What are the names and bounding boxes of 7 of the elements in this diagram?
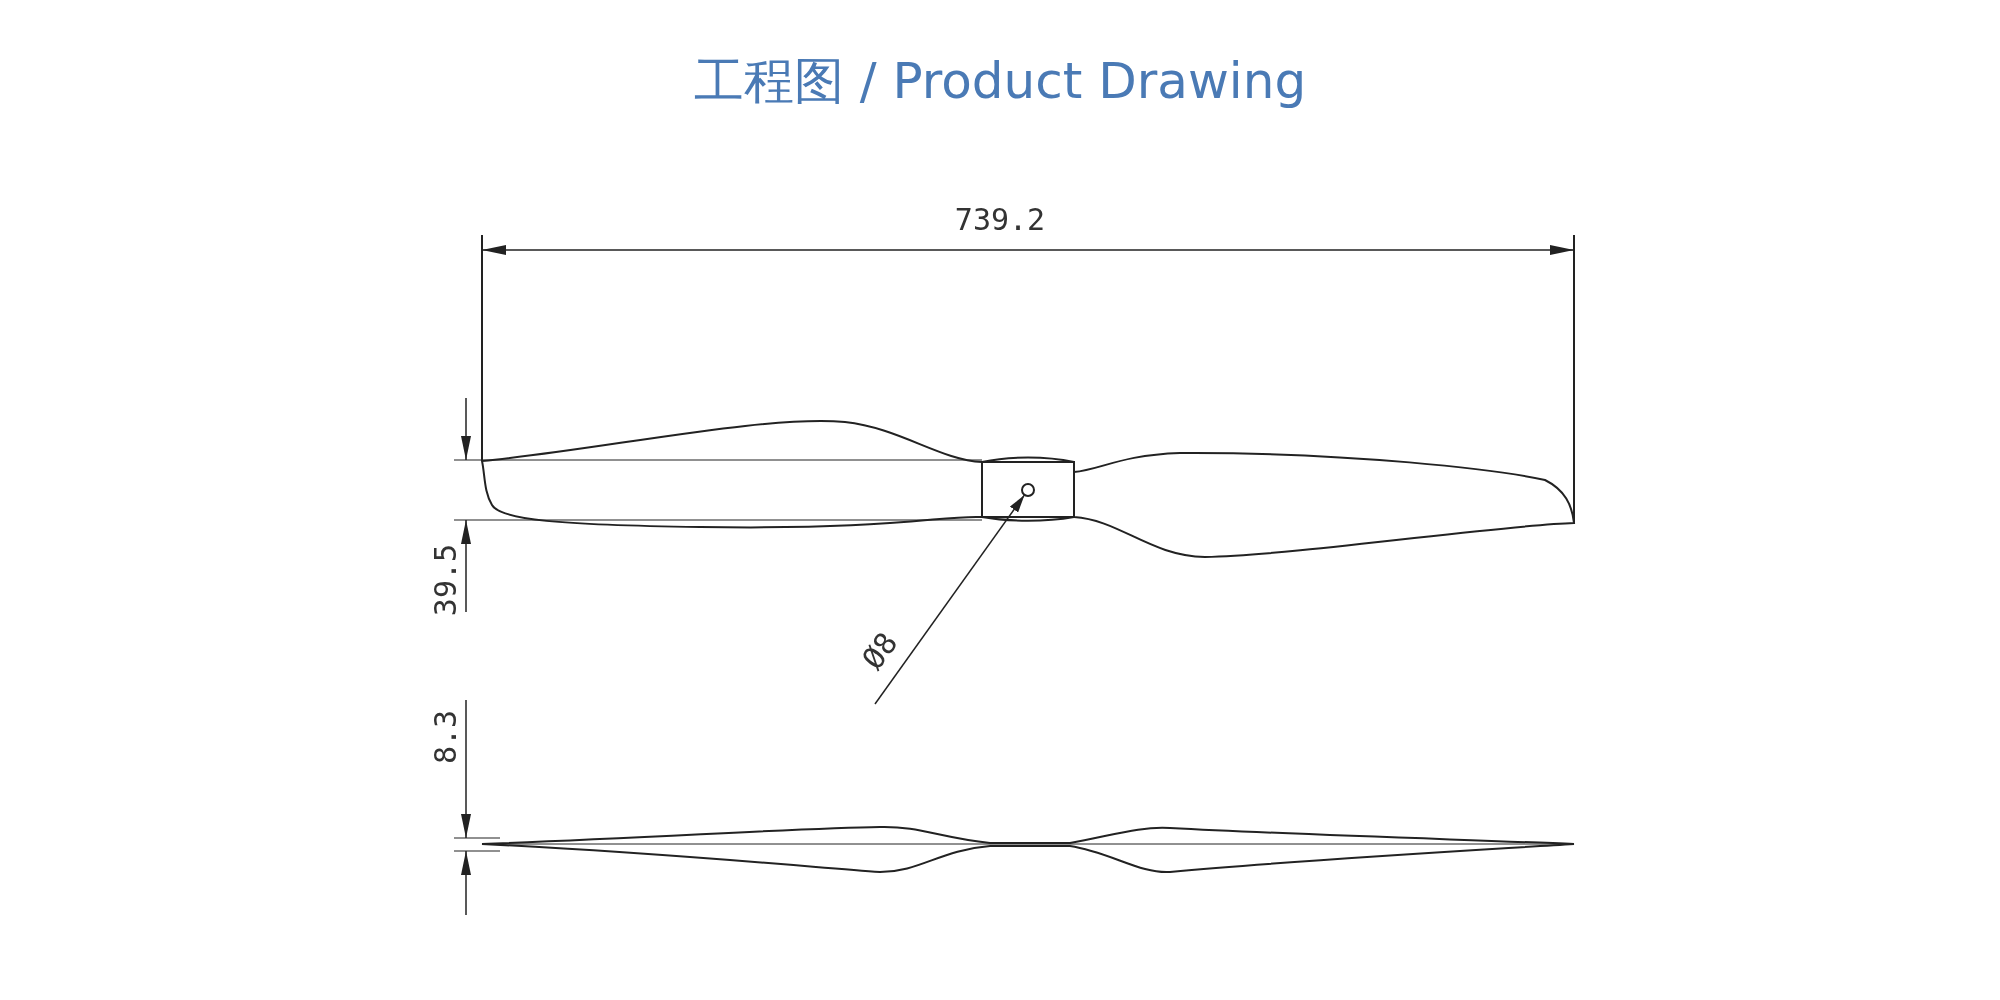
dimension-label: 39.5 <box>431 543 461 617</box>
leader-line <box>874 494 1026 705</box>
hole <box>1021 483 1035 497</box>
dimension-label: 739.2 <box>954 205 1046 235</box>
dimension-label: 8.3 <box>431 709 461 765</box>
dimension-label: Ø8 <box>857 627 903 675</box>
title: 工程图 / Product Drawing <box>692 51 1308 112</box>
